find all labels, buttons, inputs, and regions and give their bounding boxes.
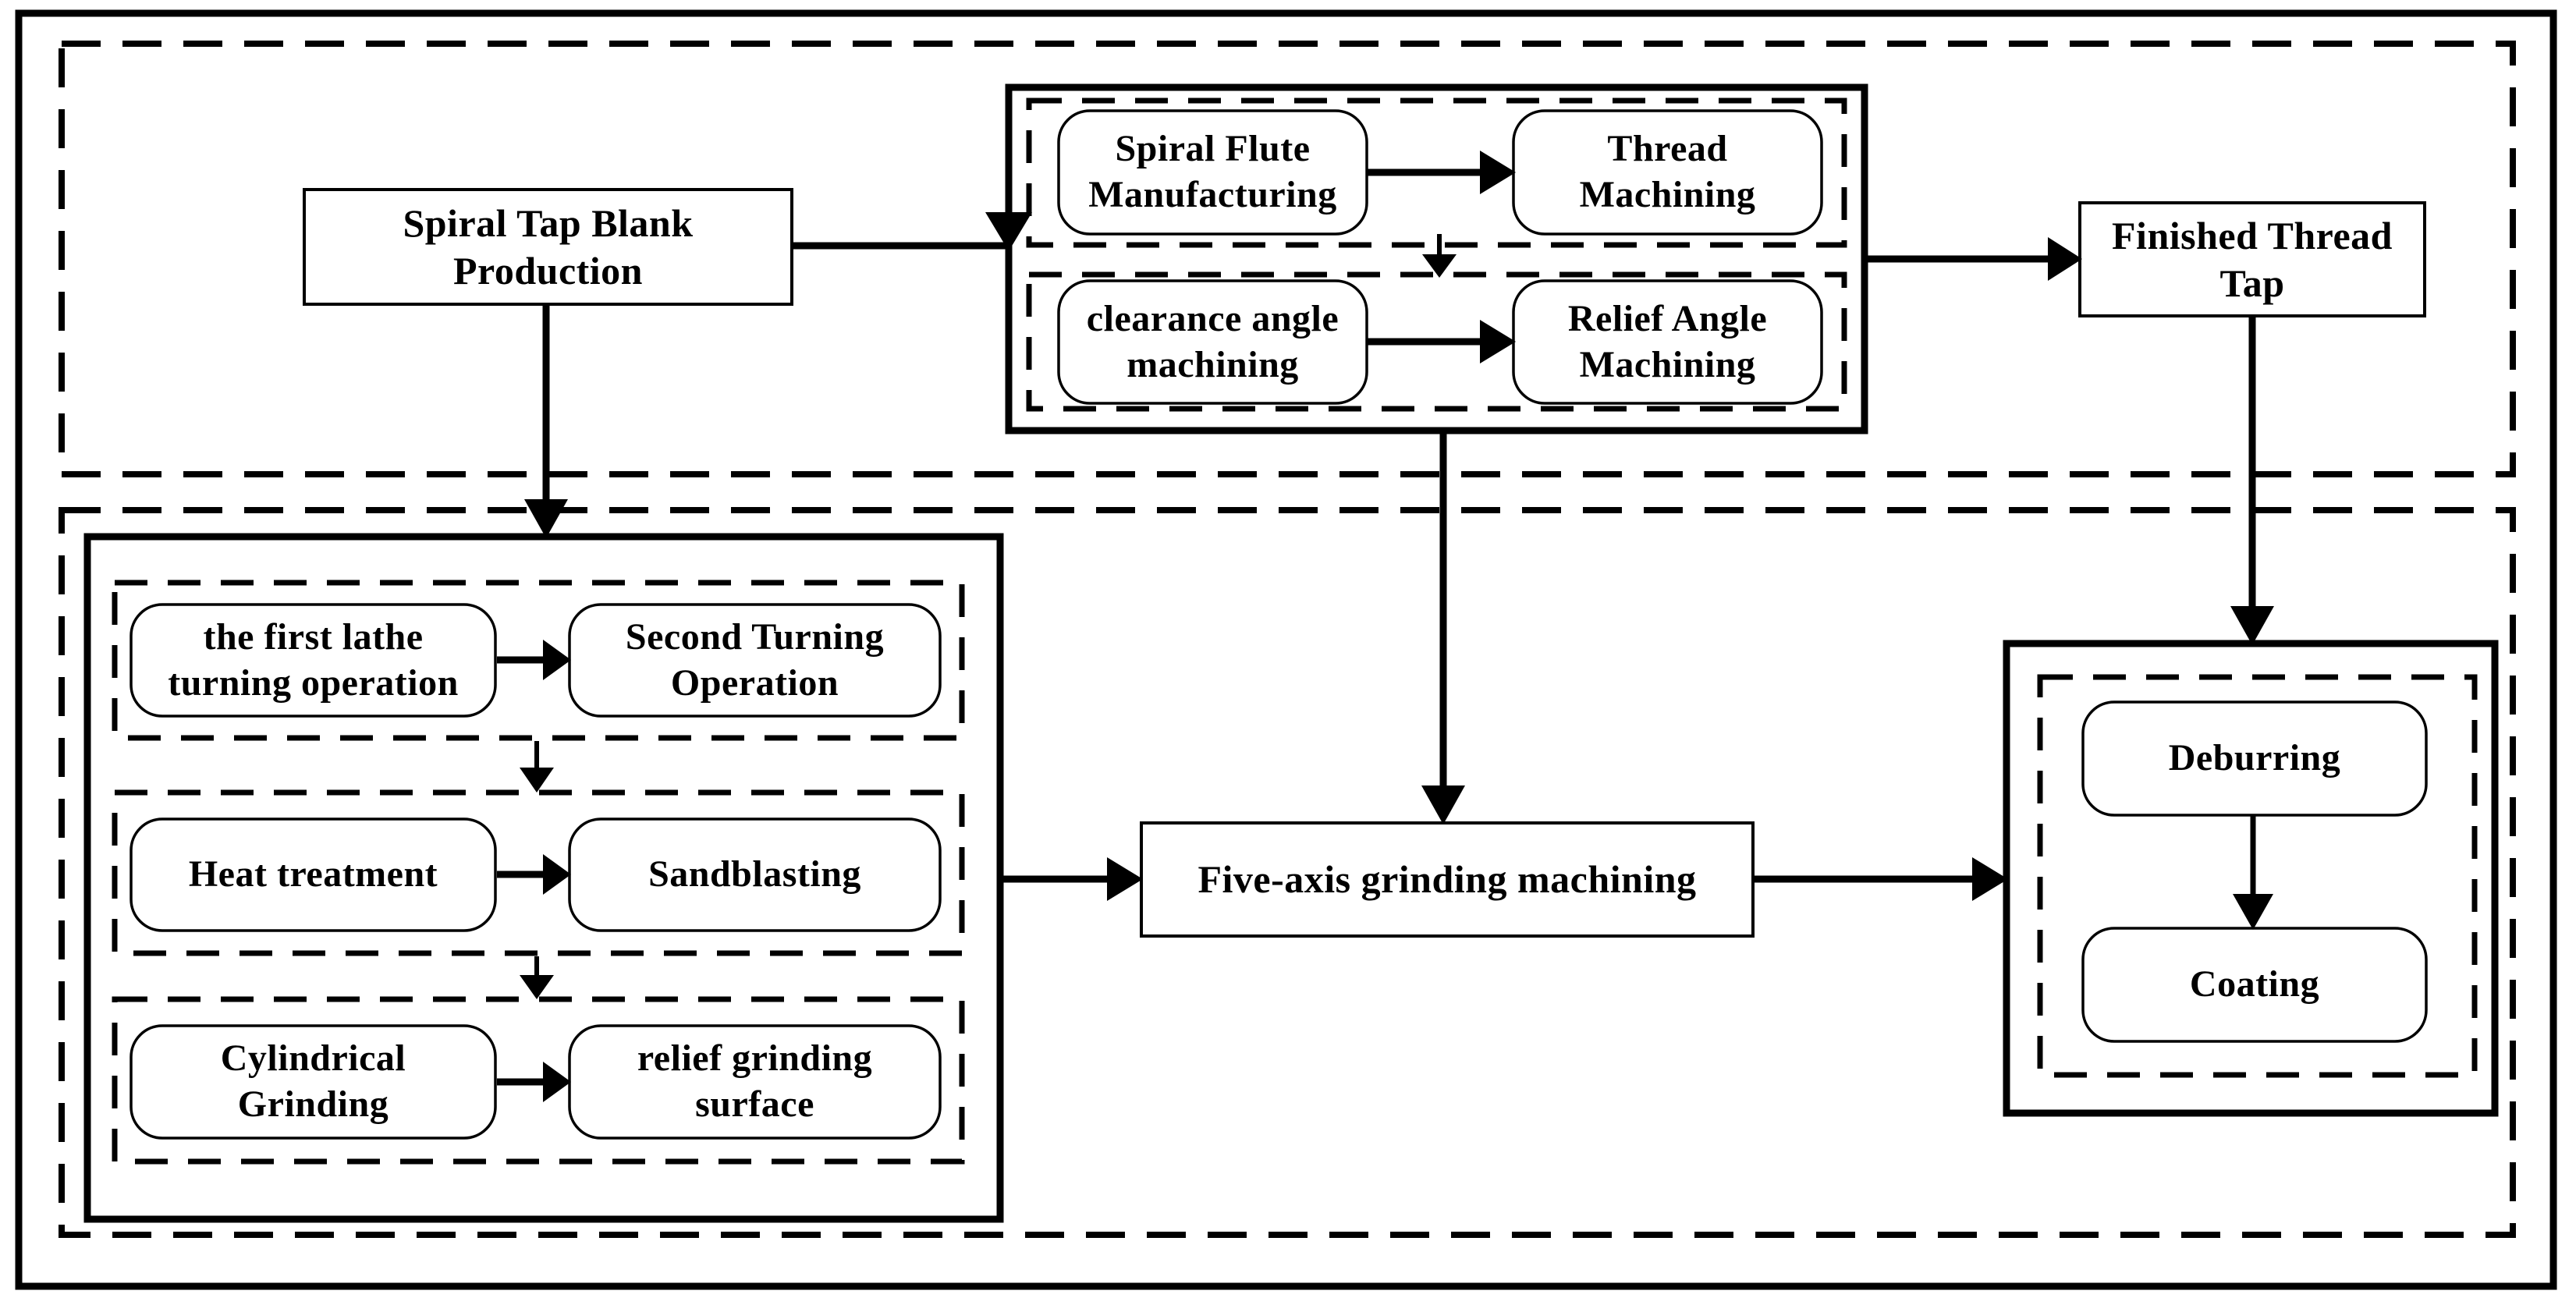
coating-node <box>2081 927 2428 1043</box>
blank-production-label: Spiral Tap Blank Production <box>403 200 694 293</box>
cylindrical-grinding-label: Cylindrical Grinding <box>220 1037 406 1125</box>
arrow-blank-to-flute-group <box>792 212 1032 251</box>
clearance-angle-label: clearance angle machining <box>1086 297 1339 385</box>
first-lathe-node <box>130 603 497 718</box>
finished-tap-label: Finished Thread Tap <box>2112 213 2393 305</box>
spiral-flute-label: Spiral Flute Manufacturing <box>1088 128 1337 215</box>
finishing-inner-dashed <box>2037 674 2478 1078</box>
outer-frame <box>15 9 2557 1290</box>
deburring-label: Deburring <box>2168 737 2341 779</box>
coating-label: Coating <box>2189 963 2320 1005</box>
arrow-lathe-row-to-heat-row <box>520 741 554 793</box>
heat-treatment-label: Heat treatment <box>188 853 438 895</box>
arrow-heat-row-to-grinding-row <box>520 956 554 999</box>
arrow-five-axis-to-finishing-group <box>1753 857 2008 901</box>
arrow-heat-to-sandblasting <box>497 854 571 895</box>
relief-angle-label: Relief Angle Machining <box>1567 297 1768 385</box>
bottom-dashed-region <box>59 507 2516 1238</box>
arrow-blank-to-machining-group <box>524 304 568 538</box>
arrow-flute-group-to-finished-tap <box>1865 237 2082 281</box>
arrow-machining-group-to-five-axis <box>1000 857 1143 901</box>
arrow-cylindrical-to-relief-grinding <box>497 1062 571 1102</box>
arrow-flute-to-thread <box>1367 151 1516 194</box>
arrow-lathe-to-second-turning <box>497 640 571 680</box>
five-axis-label: Five-axis grinding machining <box>1198 857 1697 901</box>
arrow-flute-row-to-clearance-row <box>1422 234 1457 278</box>
sandblasting-label: Sandblasting <box>648 853 861 895</box>
clearance-row-dashed <box>1026 271 1847 412</box>
top-dashed-region <box>59 41 2516 477</box>
first-lathe-label: the first lathe turning operation <box>168 615 459 704</box>
cylindrical-grinding-node <box>130 1024 497 1140</box>
arrow-clearance-to-relief <box>1367 320 1516 363</box>
arrow-flute-group-to-five-axis <box>1421 434 1465 824</box>
heat-row-dashed <box>112 789 965 956</box>
relief-grinding-label: relief grinding surface <box>637 1037 873 1125</box>
arrow-finished-tap-to-finishing-group <box>2230 316 2274 645</box>
lathe-row-dashed <box>112 580 965 741</box>
grinding-row-dashed <box>112 996 965 1165</box>
thread-machining-label: Thread Machining <box>1579 128 1756 215</box>
arrow-deburring-to-coating <box>2233 815 2273 930</box>
second-turning-label: Second Turning Operation <box>625 615 885 704</box>
heat-treatment-node <box>130 817 497 932</box>
